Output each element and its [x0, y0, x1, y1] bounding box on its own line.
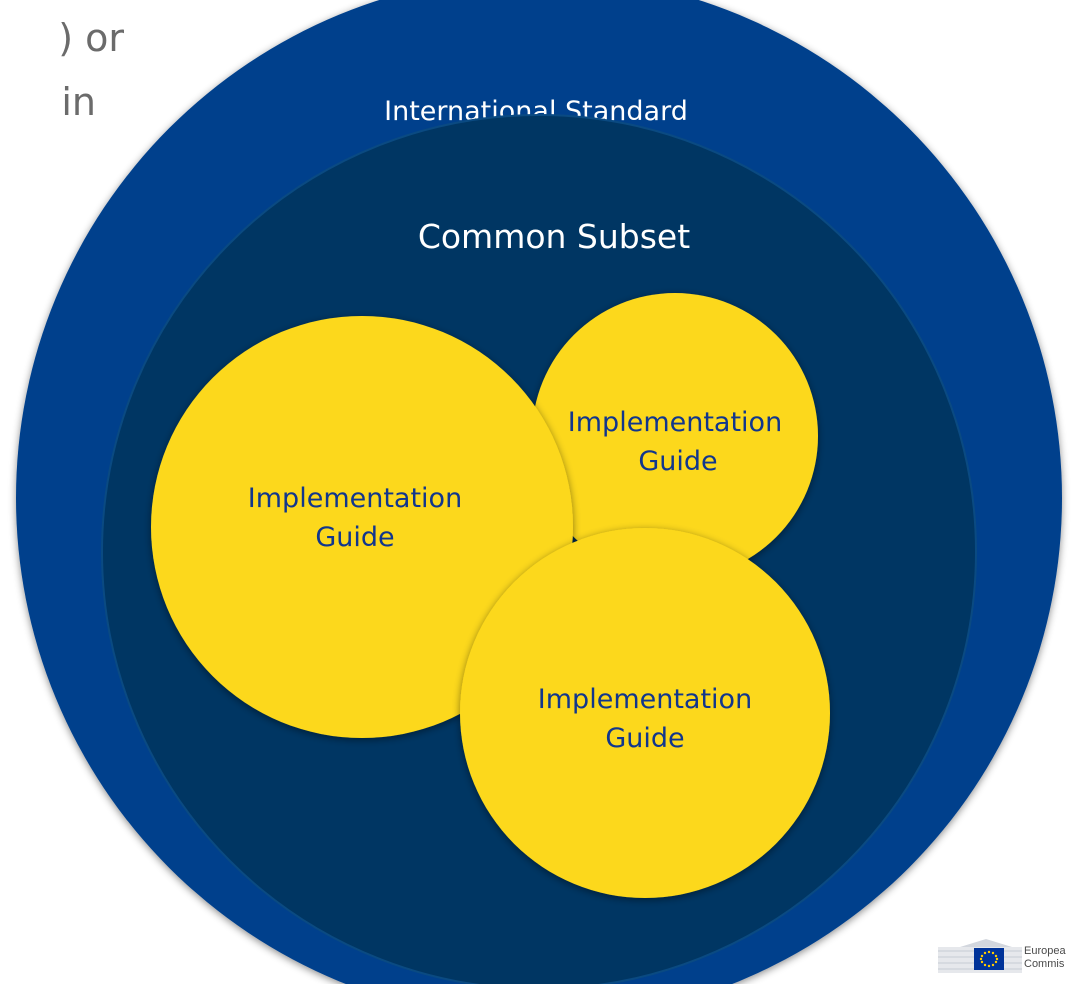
bleed-text-line-2: in — [61, 80, 96, 124]
common-subset-label: Common Subset — [418, 217, 690, 256]
european-commission-logo: Europea Commis — [938, 937, 1074, 973]
eu-stars-icon — [979, 950, 999, 968]
bleed-text-line-1: ) or — [58, 16, 124, 60]
guide-small-line-1: Implementation — [568, 407, 782, 438]
implementation-guide-bottom: Implementation Guide — [460, 528, 830, 898]
guide-bottom-line-1: Implementation — [538, 684, 752, 715]
guide-large-line-1: Implementation — [248, 483, 462, 514]
implementation-guide-large: Implementation Guide — [151, 316, 573, 738]
logo-text-line-2: Commis — [1024, 958, 1065, 970]
ec-building-icon — [938, 939, 1022, 973]
guide-bottom-line-2: Guide — [605, 723, 684, 754]
guide-small-line-2: Guide — [638, 446, 717, 477]
implementation-guide-small: Implementation Guide — [532, 293, 818, 579]
guide-large-line-2: Guide — [315, 522, 394, 553]
logo-text-line-1: Europea — [1024, 945, 1066, 957]
